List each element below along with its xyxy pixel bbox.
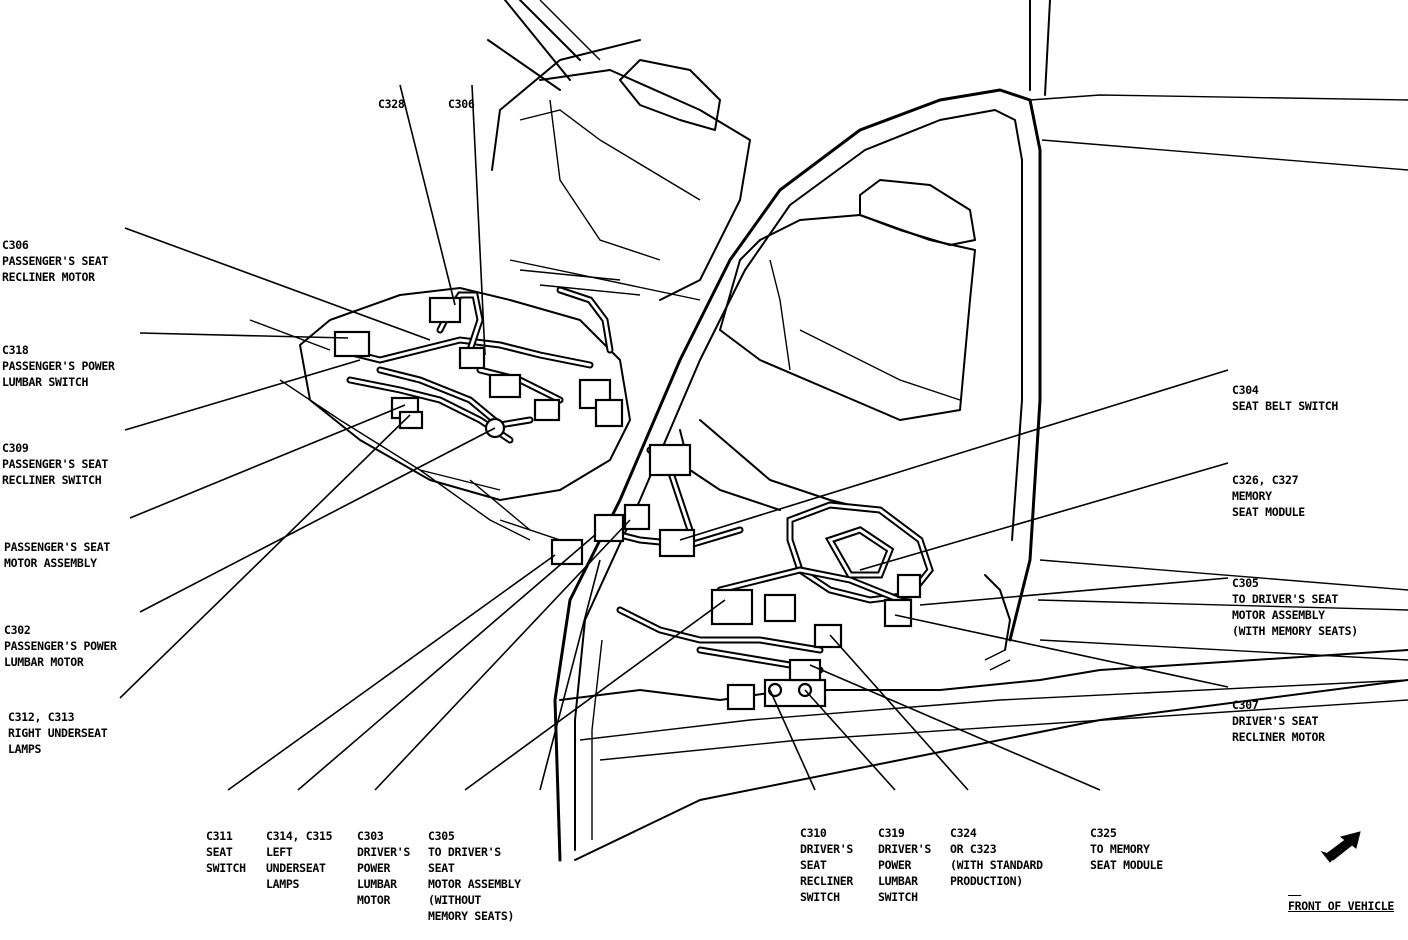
vehicle-interior-drawing bbox=[119, 0, 1408, 863]
front-arrow-icon bbox=[1320, 831, 1361, 863]
label-c306-top: C306 bbox=[448, 97, 475, 111]
label-c328: C328 bbox=[378, 97, 405, 111]
front-of-vehicle-label: FRONT OF VEHICLE bbox=[1288, 899, 1394, 913]
